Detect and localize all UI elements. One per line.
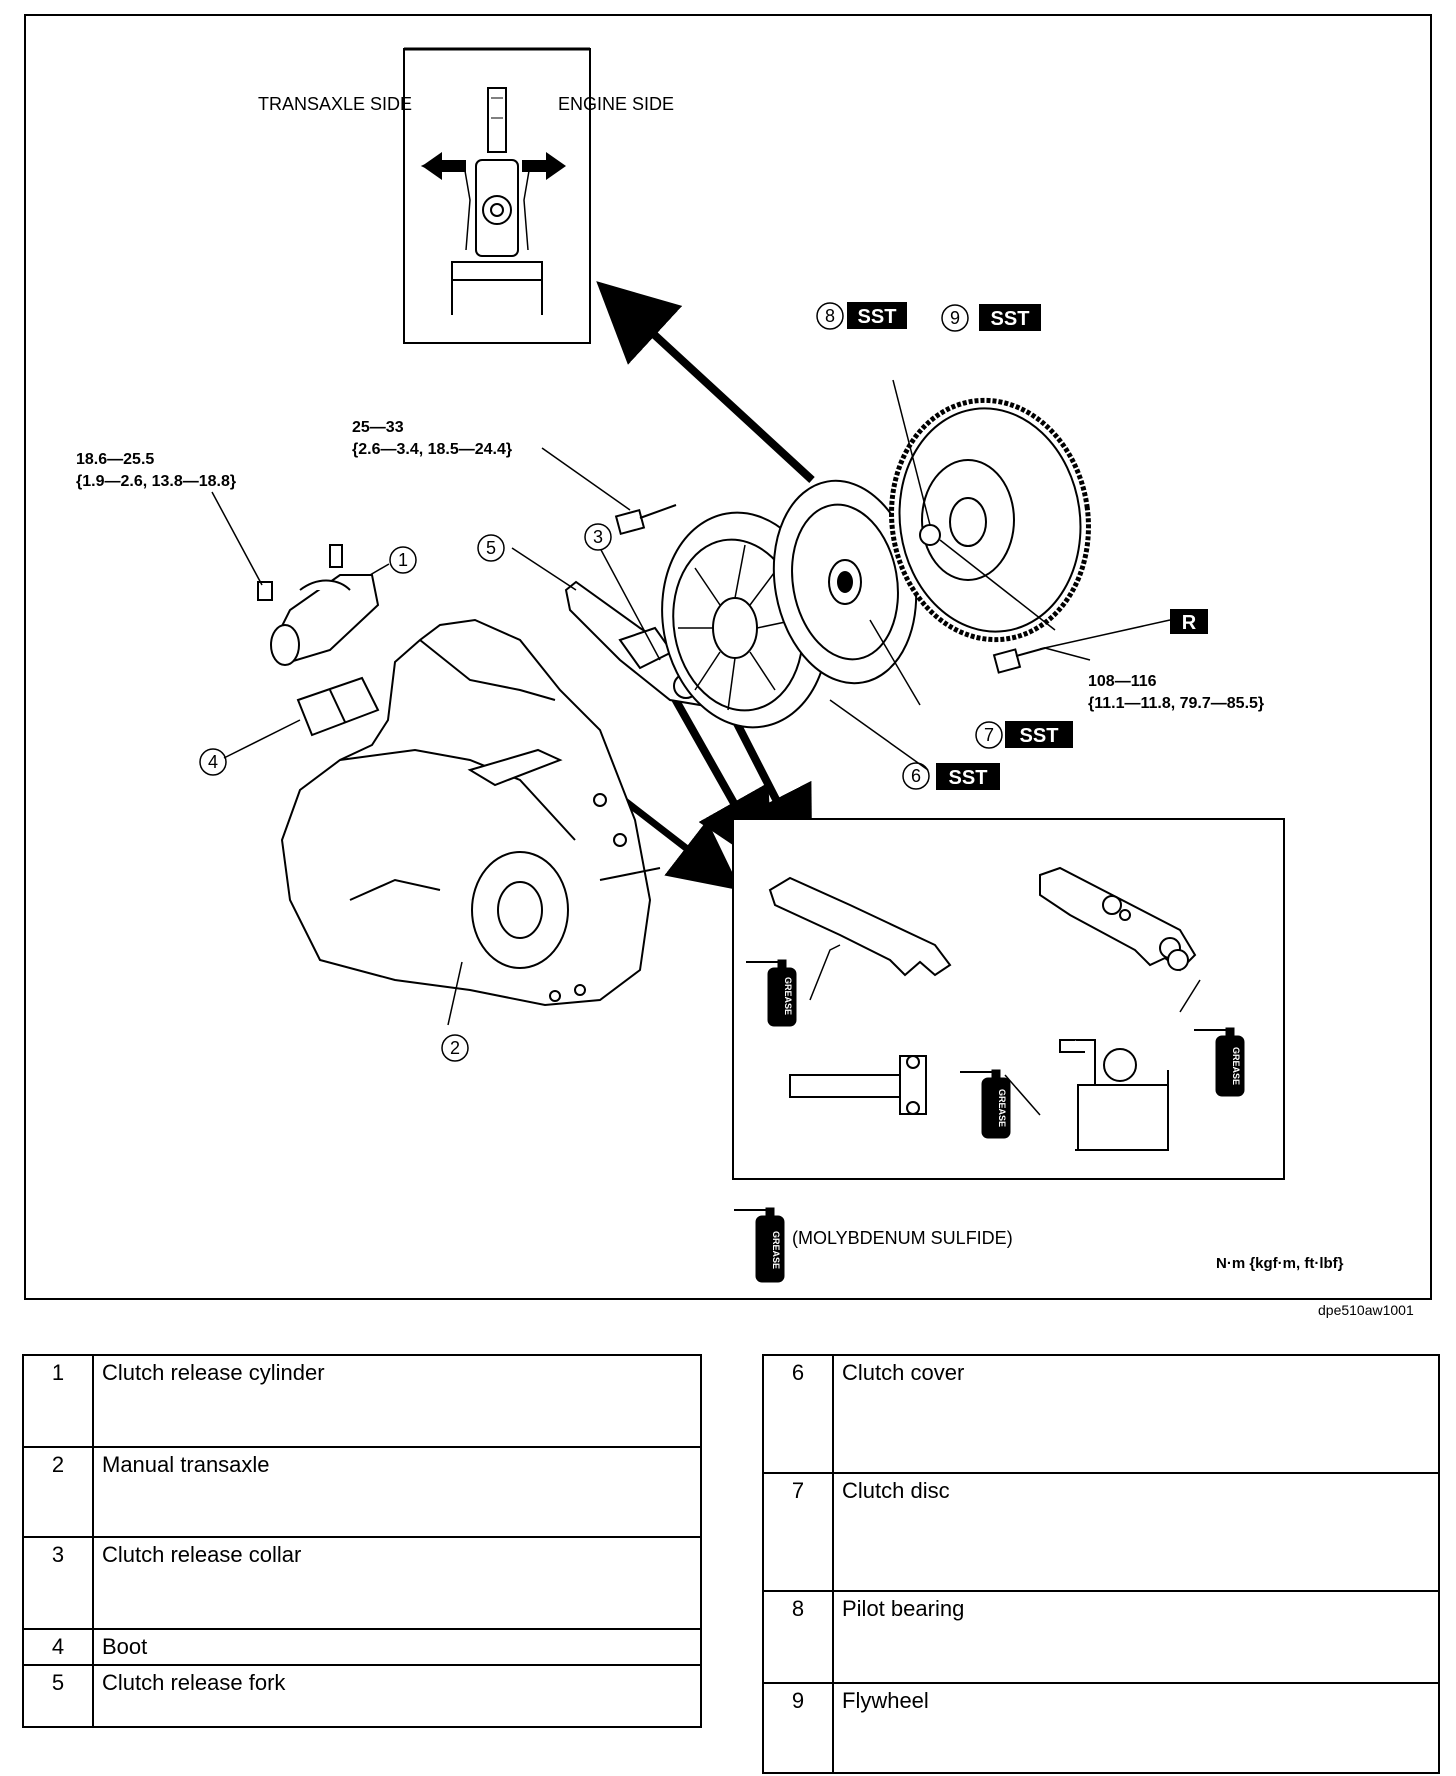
table-row: 9 Flywheel — [762, 1682, 1440, 1774]
table-row: 8 Pilot bearing — [762, 1590, 1440, 1684]
table-row: 3 Clutch release collar — [22, 1536, 702, 1630]
svg-text:6: 6 — [911, 766, 921, 786]
part-number: 5 — [22, 1664, 94, 1728]
grease-canisters — [734, 959, 1245, 1283]
part-name: Clutch disc — [832, 1472, 1440, 1592]
transaxle-side-label: TRANSAXLE SIDE — [258, 94, 413, 114]
table-row: 2 Manual transaxle — [22, 1446, 702, 1538]
callout-1: 1 — [389, 546, 417, 574]
part-name: Clutch cover — [832, 1354, 1440, 1474]
svg-text:SST: SST — [858, 306, 897, 328]
part-number: 9 — [762, 1682, 834, 1774]
sst-tag-9: SST — [979, 304, 1041, 331]
svg-text:4: 4 — [208, 752, 218, 772]
sst-tag-7: SST — [1005, 721, 1073, 748]
boot-drawing — [296, 676, 380, 737]
part-name: Clutch release fork — [92, 1664, 702, 1728]
table-row: 7 Clutch disc — [762, 1472, 1440, 1592]
inset-bottom — [732, 818, 1285, 1180]
callouts: 1 2 3 4 5 6 7 8 9 — [199, 302, 1003, 1062]
callout-5: 5 — [477, 534, 505, 562]
svg-text:1: 1 — [398, 550, 408, 570]
svg-text:3: 3 — [593, 527, 603, 547]
clutch-disc-drawing — [772, 479, 921, 706]
svg-text:SST: SST — [991, 308, 1030, 330]
transaxle-drawing — [280, 618, 661, 1026]
part-name: Flywheel — [832, 1682, 1440, 1774]
callout-4: 4 — [199, 748, 227, 776]
part-number: 4 — [22, 1628, 94, 1666]
diagram-frame — [24, 14, 1432, 1300]
part-number: 2 — [22, 1446, 94, 1538]
flywheel-drawing — [889, 379, 1091, 643]
sst-tag-6: SST — [936, 763, 1000, 790]
svg-text:9: 9 — [950, 308, 960, 328]
part-name: Clutch release cylinder — [92, 1354, 702, 1448]
svg-text:SST: SST — [1020, 725, 1059, 747]
callout-6: 6 — [902, 762, 930, 790]
torque-flywheel-line1: 108—116 — [1088, 673, 1157, 690]
part-name: Clutch release collar — [92, 1536, 702, 1630]
svg-text:8: 8 — [825, 306, 835, 326]
callout-9: 9 — [941, 304, 969, 332]
torque-cover-line1: 25—33 — [352, 419, 404, 436]
part-number: 7 — [762, 1472, 834, 1592]
part-name: Pilot bearing — [832, 1590, 1440, 1684]
svg-text:5: 5 — [486, 538, 496, 558]
clutch-exploded-diagram: GREASE GREASE GREASE GREASE 1 2 3 4 5 6 … — [199, 47, 1285, 1283]
table-row: 4 Boot — [22, 1628, 702, 1666]
callout-7: 7 — [975, 721, 1003, 749]
r-tag: R — [1170, 609, 1208, 634]
torque-cylinder-line1: 18.6—25.5 — [76, 451, 155, 468]
part-number: 3 — [22, 1536, 94, 1630]
svg-text:R: R — [1182, 612, 1197, 634]
grease-label-4: GREASE — [771, 1231, 781, 1269]
engine-side-label: ENGINE SIDE — [558, 94, 675, 114]
sst-tag-8: SST — [847, 302, 907, 329]
callout-8: 8 — [816, 302, 844, 330]
table-row: 5 Clutch release fork — [22, 1664, 702, 1728]
molybdenum-note: (MOLYBDENUM SULFIDE) — [792, 1228, 1013, 1248]
figure-code: dpe510aw1001 — [1318, 1302, 1414, 1318]
svg-text:7: 7 — [984, 725, 994, 745]
table-row: 1 Clutch release cylinder — [22, 1354, 702, 1448]
unit-note: N·m {kgf·m, ft·lbf} — [1216, 1255, 1344, 1272]
grease-label-3: GREASE — [1231, 1047, 1241, 1085]
grease-label-2: GREASE — [997, 1089, 1007, 1127]
release-cylinder-drawing — [211, 491, 380, 666]
part-number: 6 — [762, 1354, 834, 1474]
parts-table-right: 6 Clutch cover 7 Clutch disc 8 Pilot bea… — [762, 1354, 1440, 1774]
torque-cover-line2: {2.6—3.4, 18.5—24.4} — [352, 441, 513, 458]
part-name: Boot — [92, 1628, 702, 1666]
torque-flywheel-line2: {11.1—11.8, 79.7—85.5} — [1088, 695, 1265, 712]
inset-top — [403, 47, 591, 344]
grease-label-1: GREASE — [783, 977, 793, 1015]
parts-table-left: 1 Clutch release cylinder 2 Manual trans… — [22, 1354, 702, 1728]
svg-text:SST: SST — [949, 767, 988, 789]
table-row: 6 Clutch cover — [762, 1354, 1440, 1474]
part-name: Manual transaxle — [92, 1446, 702, 1538]
callout-3: 3 — [584, 523, 612, 551]
torque-cylinder-line2: {1.9—2.6, 13.8—18.8} — [76, 473, 237, 490]
callout-2: 2 — [441, 1034, 469, 1062]
svg-text:2: 2 — [450, 1038, 460, 1058]
part-number: 1 — [22, 1354, 94, 1448]
part-number: 8 — [762, 1590, 834, 1684]
